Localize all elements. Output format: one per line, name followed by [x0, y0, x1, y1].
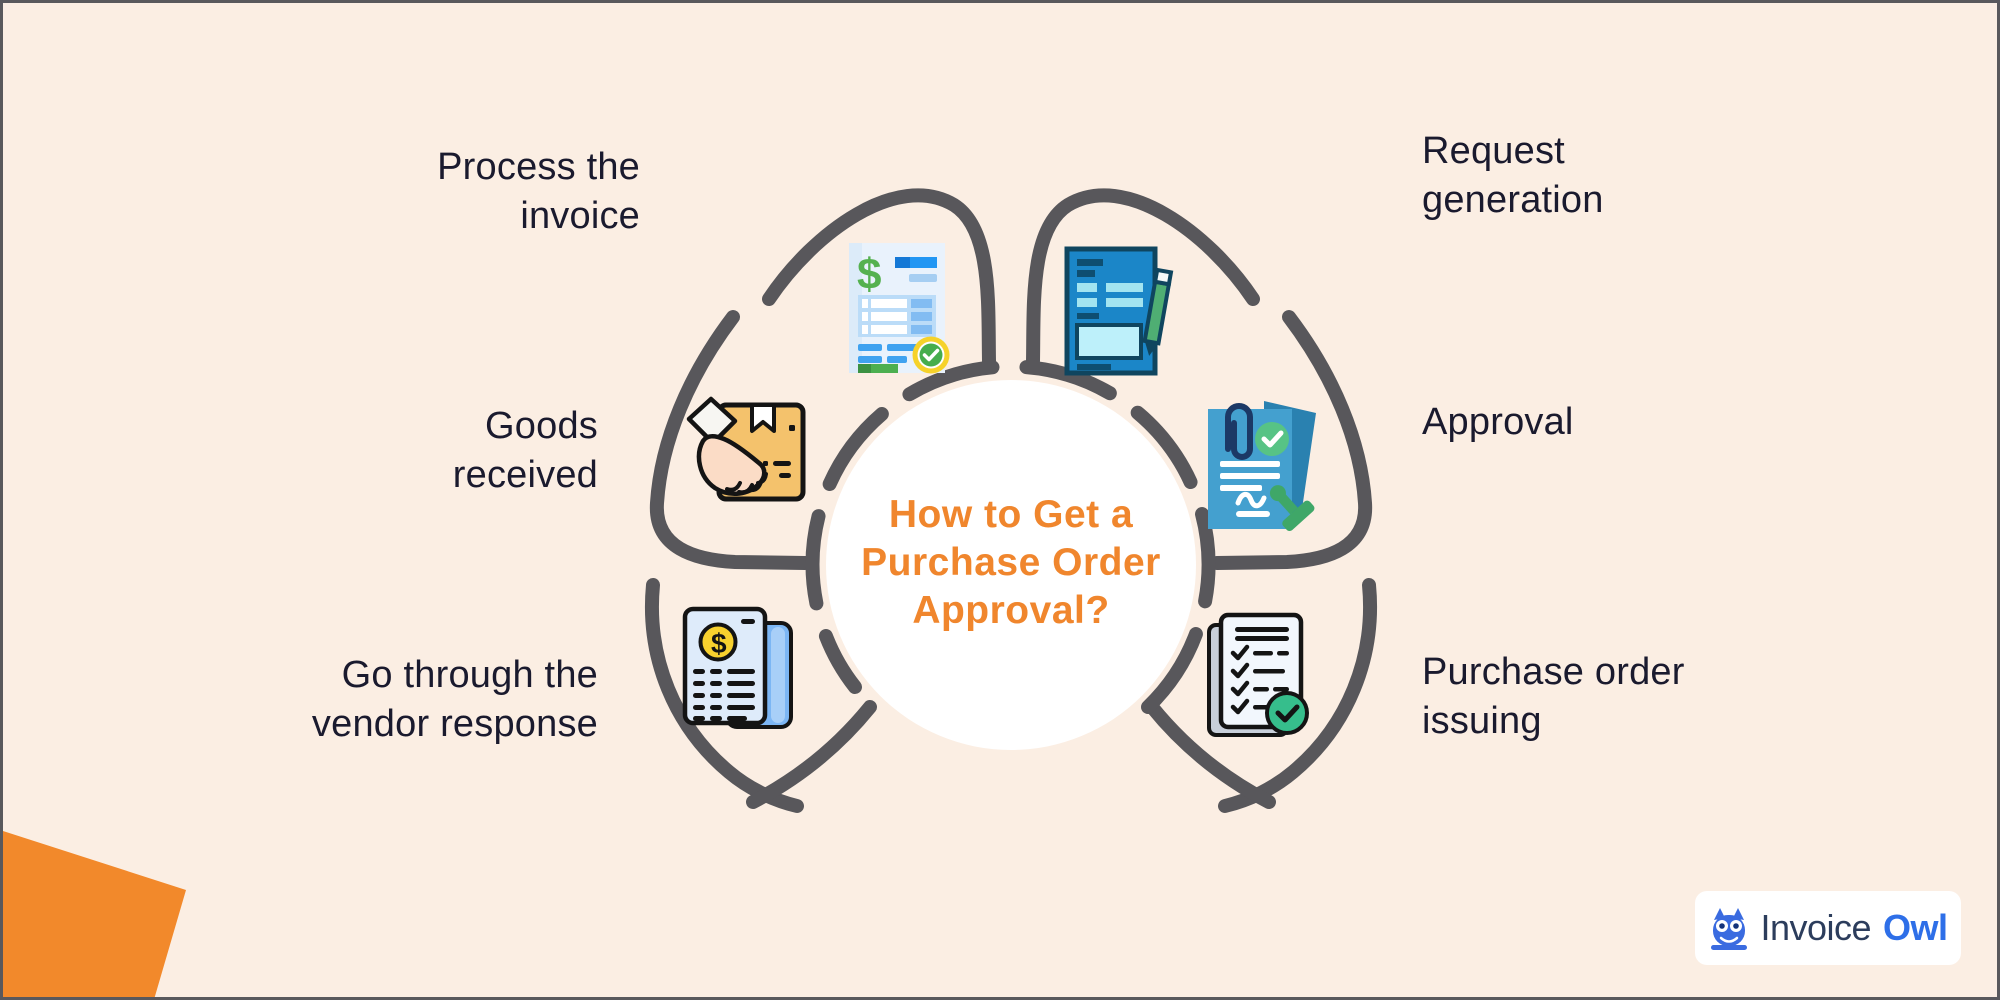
signature — [1235, 491, 1267, 509]
label-process-the-invoice: Process the invoice — [437, 146, 640, 237]
dollar-glyph: $ — [857, 250, 881, 299]
paperclip — [1225, 403, 1253, 460]
petal-top-right — [1026, 188, 1260, 368]
label-purchase-order-issuing: Purchase order issuing — [1422, 651, 1685, 742]
hand — [696, 434, 767, 497]
form-pencil-icon — [1064, 246, 1174, 376]
petal-bottom-right-inner — [1145, 700, 1276, 809]
check-circle — [1265, 691, 1309, 735]
petal-left — [649, 310, 812, 570]
dollar-glyph: $ — [711, 628, 727, 659]
label-goods-received: Goods received — [452, 405, 598, 496]
label-vendor-response: Go through the vendor response — [311, 654, 598, 745]
pencil — [1142, 267, 1174, 356]
center-title-line1: How to Get a — [888, 493, 1134, 536]
petal-curves — [645, 188, 1377, 813]
owl-icon — [1711, 908, 1748, 950]
hand-box-icon — [686, 396, 806, 502]
center-title: How to Get a Purchase Order Approval? — [811, 491, 1211, 635]
paid-invoice-icon: $ — [849, 243, 950, 374]
center-circle — [826, 380, 1196, 750]
approved-badge — [912, 336, 950, 374]
invoiceowl-logo: Invoice Owl — [1695, 891, 1961, 965]
label-request-generation: Request generation — [1422, 130, 1604, 221]
petal-bottom-left-inner — [746, 700, 877, 809]
check-circle — [1255, 422, 1289, 456]
diagram-artwork: $ — [3, 188, 1377, 997]
checklist-icon — [1207, 612, 1309, 737]
approved-document-icon — [1208, 401, 1316, 532]
corner-accent-shape — [3, 831, 186, 997]
sleeve — [686, 396, 738, 446]
center-title-line3: Approval? — [912, 589, 1110, 632]
receipts-dollar-icon: $ — [682, 606, 793, 729]
label-approval: Approval — [1422, 401, 1574, 443]
petal-top-left — [762, 188, 996, 368]
logo-word-owl: Owl — [1883, 907, 1948, 948]
stamp — [1269, 485, 1315, 532]
dashed-ring — [805, 359, 1216, 714]
logo-word-invoice: Invoice — [1760, 907, 1872, 948]
center-title-line2: Purchase Order — [861, 541, 1161, 584]
petal-right — [1210, 310, 1373, 570]
